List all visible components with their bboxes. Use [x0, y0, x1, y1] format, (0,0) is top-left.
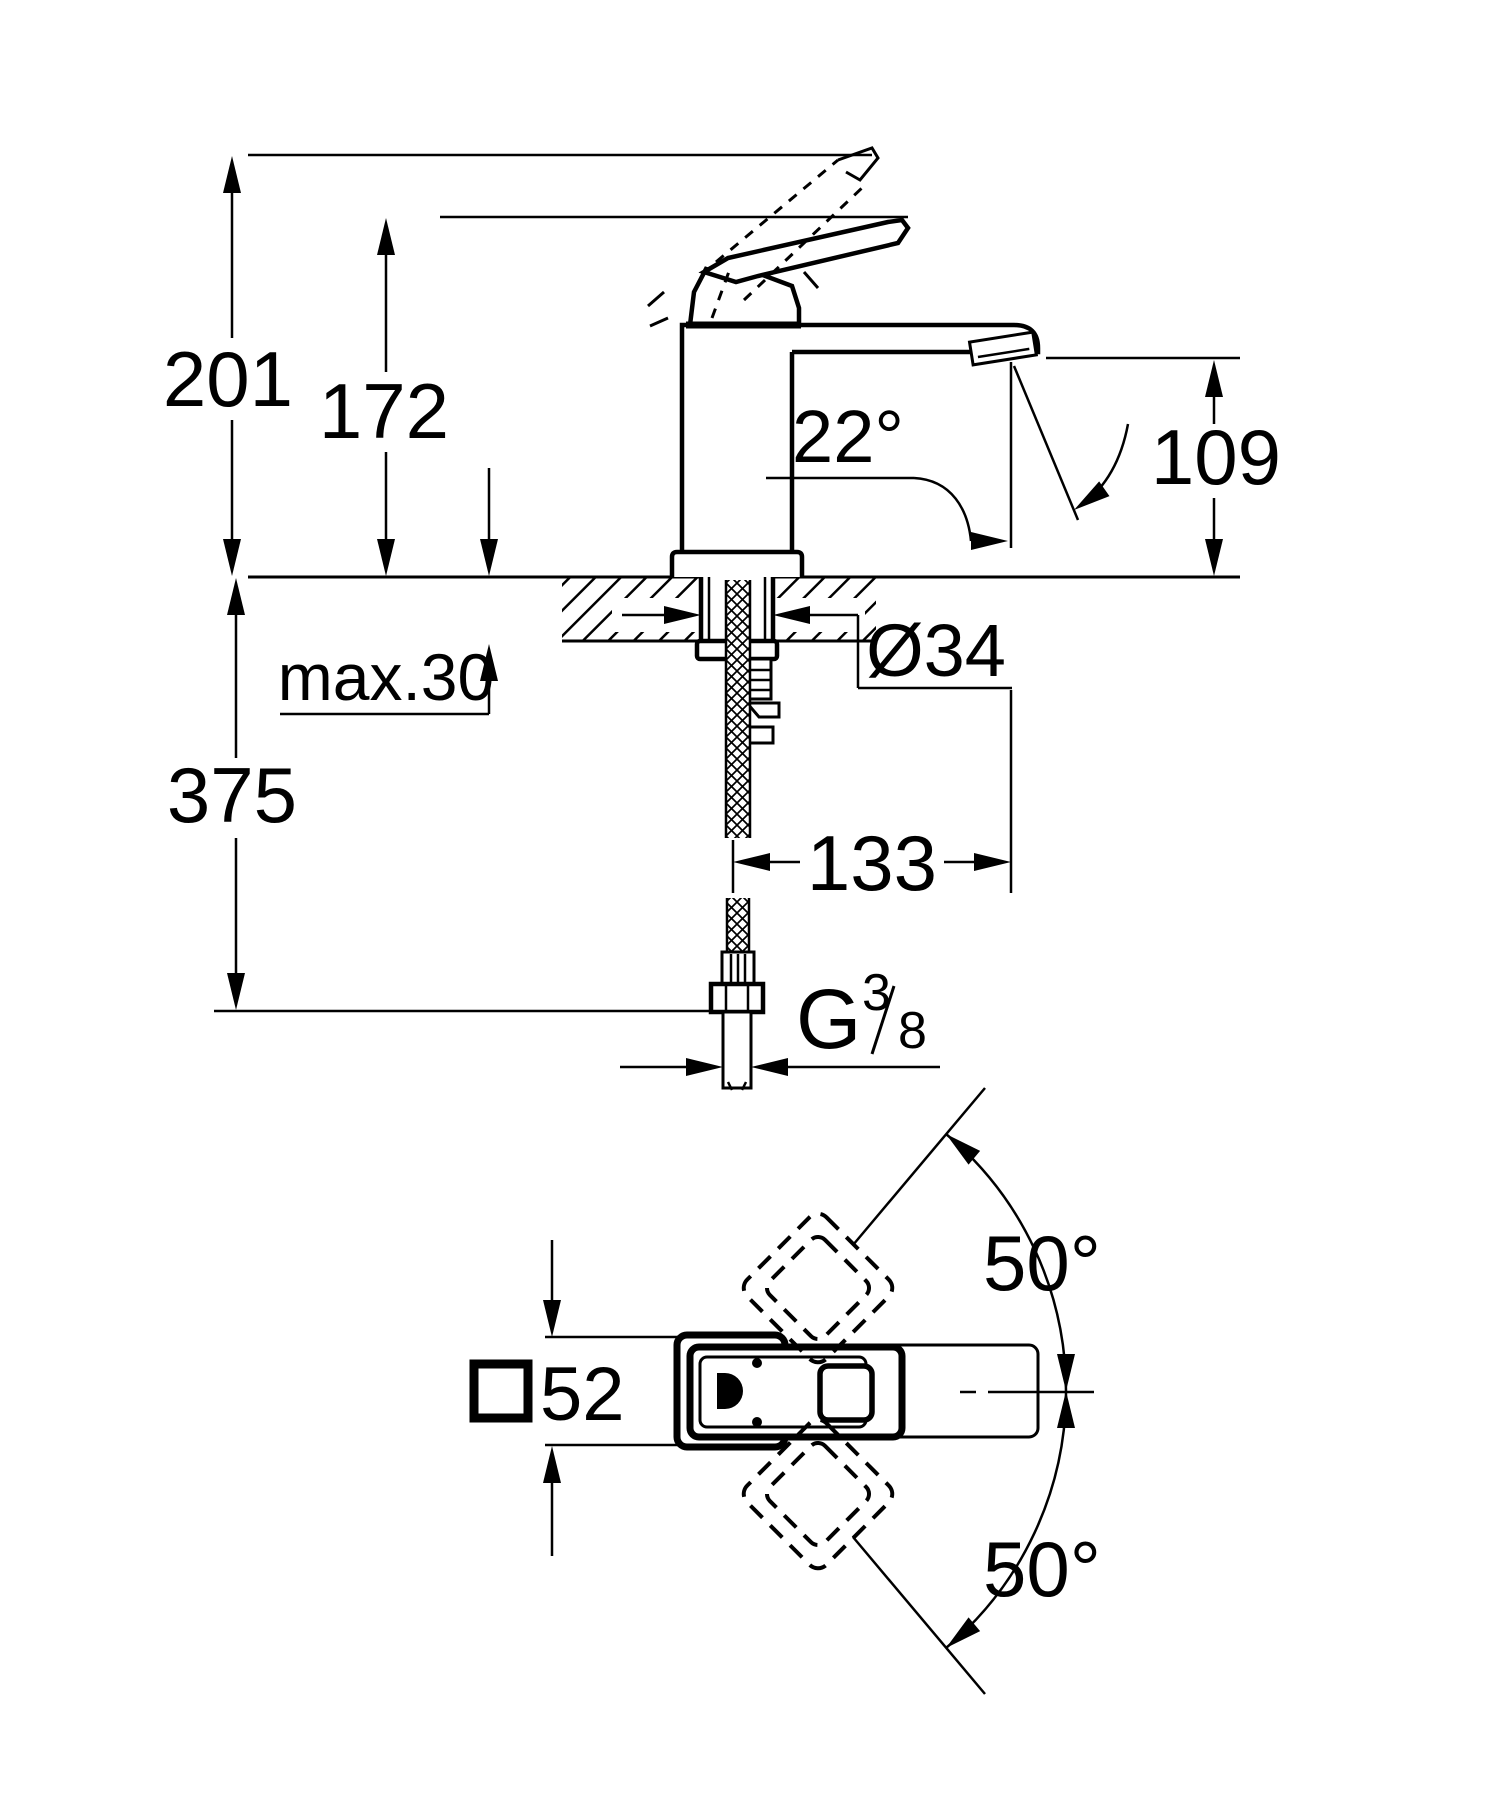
dim-max30-label: max.30 [278, 640, 494, 714]
square-symbol-icon [469, 1359, 533, 1423]
top-view: 52 50° [469, 1087, 1101, 1695]
mounting-shank [694, 577, 781, 1091]
faucet-body [669, 322, 1041, 577]
side-view: 201 172 22° 109 [163, 146, 1281, 1091]
dim-133-label: 133 [807, 819, 937, 907]
dimension-swing-upper: 50° [852, 1087, 1101, 1392]
dim-172-label: 172 [319, 367, 449, 455]
dimension-spout-angle: 22° [766, 395, 1008, 550]
mounting-rod-clamp [743, 657, 781, 745]
dim-50-upper-label: 50° [983, 1219, 1101, 1307]
dim-52-label: 52 [540, 1352, 625, 1437]
handle-detail-d [717, 1373, 743, 1409]
dimension-lever-height: 172 [319, 218, 449, 576]
handle-rotated-positions [741, 1211, 895, 1571]
flex-hose-upper [724, 580, 752, 838]
dim-22deg-label: 22° [792, 395, 904, 478]
thread-g-label: G [796, 972, 861, 1066]
dimension-spout-reach: 133 [731, 690, 1013, 907]
dim-50-lower-label: 50° [983, 1525, 1101, 1613]
dim-201-label: 201 [163, 335, 293, 423]
hose-nut [708, 981, 766, 1015]
water-stream-line [1012, 365, 1080, 521]
spout-angle-construction [1009, 362, 1130, 548]
dimension-thread: G 3 8 [620, 964, 940, 1076]
base-plate [669, 549, 805, 577]
dim-109-label: 109 [1151, 413, 1281, 501]
flex-hose-lower [708, 898, 766, 1091]
thread-denominator-label: 8 [898, 1002, 927, 1060]
dimension-hole-diameter: Ø34 [622, 606, 1012, 692]
dimension-max-thickness: max.30 [278, 468, 498, 716]
hose-tube [721, 1010, 753, 1090]
handle-side-view [647, 217, 911, 329]
dim-375-label: 375 [167, 751, 297, 839]
fraction-slash [870, 985, 896, 1055]
dimension-body-square: 52 [469, 1240, 692, 1556]
aerator [967, 330, 1039, 367]
dim-d34-label: Ø34 [866, 609, 1006, 692]
dimension-total-height: 201 [163, 156, 293, 576]
dimension-outlet-height: 109 [1151, 360, 1281, 576]
cartridge-square [817, 1363, 875, 1423]
handle-raised-dashed [715, 146, 880, 302]
dimension-hose-drop: 375 [167, 578, 297, 1010]
faucet-top-view [673, 1331, 1094, 1451]
dimension-swing-lower: 50° [852, 1390, 1101, 1695]
